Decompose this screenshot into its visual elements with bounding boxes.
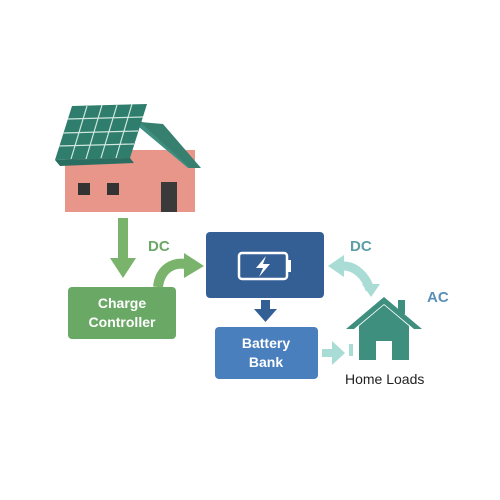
home-icon (346, 297, 422, 360)
arrow-home-inverter (328, 255, 380, 297)
charge-controller-label-line1: Charge (98, 295, 146, 311)
dc-label-right: DC (350, 238, 372, 255)
solar-house-icon (55, 103, 201, 212)
ac-label: AC (427, 289, 449, 306)
battery-bank-box: Battery Bank (215, 327, 318, 379)
charge-controller-label-line2: Controller (89, 314, 156, 330)
house-roof-edge (140, 122, 201, 168)
arrow-house-to-controller (110, 218, 136, 278)
inverter-box (206, 232, 324, 298)
house-door (161, 182, 177, 212)
home-loads-label: Home Loads (345, 371, 424, 387)
arrow-battery-bank-to-home (322, 341, 353, 365)
solar-panel-grid (58, 103, 144, 160)
house-window-left (78, 183, 90, 195)
dc-label-left: DC (148, 238, 170, 255)
arrow-inverter-to-battery-bank (254, 300, 277, 322)
battery-bolt-icon (237, 251, 291, 281)
charge-controller-box: Charge Controller (68, 287, 176, 339)
battery-bank-label-line1: Battery (242, 335, 290, 351)
house-window-right (107, 183, 119, 195)
arrow-controller-to-inverter (153, 253, 204, 288)
battery-bank-label-line2: Bank (249, 354, 283, 370)
solar-panel-frame (55, 158, 134, 166)
